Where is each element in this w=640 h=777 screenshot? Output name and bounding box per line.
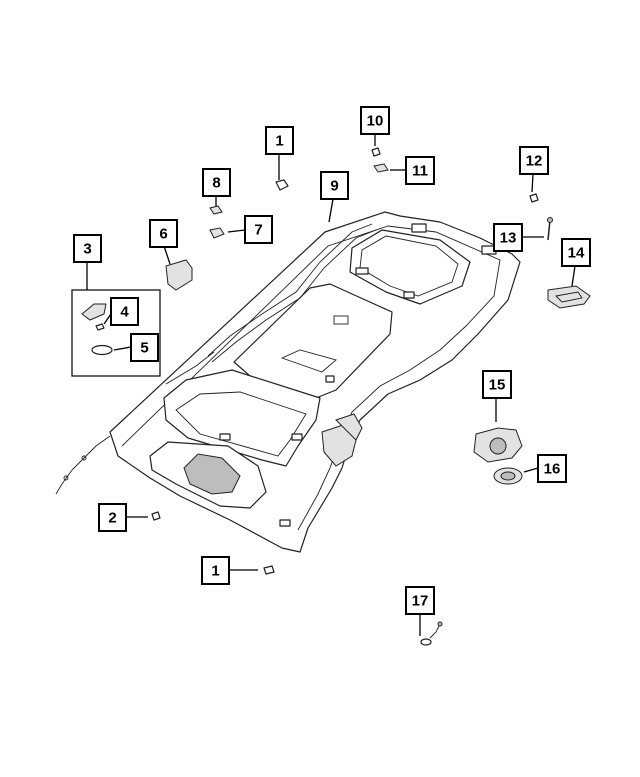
panel-clip [355, 267, 369, 275]
callout-16: 16 [537, 454, 567, 483]
part-4-lamp [81, 303, 107, 321]
callout-3-label: 3 [83, 241, 91, 258]
part-5-lens [91, 344, 113, 356]
callout-7: 7 [244, 215, 273, 244]
panel-clip [279, 519, 291, 527]
callout-8: 8 [202, 168, 231, 197]
part-14-lamp [547, 285, 591, 309]
callout-17: 17 [405, 586, 435, 615]
callout-4-label: 4 [120, 304, 129, 321]
callout-2: 2 [98, 503, 127, 532]
callout-8-label: 8 [212, 175, 220, 192]
part-7-clip [209, 227, 225, 239]
part-2-clip [151, 511, 161, 521]
callout-2-label: 2 [108, 510, 116, 527]
callout-17-label: 17 [412, 593, 429, 610]
callout-14-label: 14 [568, 245, 585, 262]
headliner-panel [55, 211, 521, 553]
callout-11: 11 [405, 156, 435, 185]
callout-4: 4 [110, 297, 139, 326]
part-10-clip [371, 147, 381, 157]
callout-6-label: 6 [159, 226, 167, 243]
callout-12: 12 [519, 146, 549, 175]
part-1-clip-lower [263, 565, 275, 575]
callout-3: 3 [73, 234, 102, 263]
panel-tab [333, 315, 349, 325]
part-17-terminal [420, 638, 432, 646]
harness-connector [63, 475, 69, 481]
callout-13-label: 13 [500, 230, 517, 247]
part-4-lamp-bulb [95, 323, 105, 331]
callout-12-label: 12 [526, 153, 543, 170]
part-3-group-box [71, 289, 161, 377]
part-6-bracket [165, 259, 193, 291]
callout-7-label: 7 [254, 222, 262, 239]
callout-11-label: 11 [412, 163, 428, 180]
callout-16-label: 16 [544, 461, 561, 478]
callout-1-upper-label: 1 [275, 133, 283, 150]
callout-9-label: 9 [330, 178, 338, 195]
part-16-disc-center [500, 471, 516, 481]
callout-9: 9 [320, 171, 349, 200]
part-11-clip [373, 163, 389, 173]
panel-clip [403, 291, 415, 299]
callout-14: 14 [561, 238, 591, 267]
panel-clip [411, 223, 427, 233]
callout-13: 13 [493, 223, 523, 252]
panel-clip [291, 433, 303, 441]
callout-5-label: 5 [140, 340, 148, 357]
harness-connector [81, 455, 87, 461]
callout-1-upper: 1 [265, 126, 294, 155]
callout-6: 6 [149, 219, 178, 248]
callout-1-lower-label: 1 [211, 563, 219, 580]
callout-5: 5 [130, 333, 159, 362]
part-15-console-switch [489, 437, 507, 455]
part-1-clip-upper [275, 179, 289, 191]
part-13-stud-head [547, 217, 553, 223]
callout-1-lower: 1 [201, 556, 230, 585]
panel-clip [219, 433, 231, 441]
callout-15-label: 15 [489, 377, 506, 394]
part-17-wire-lead [429, 623, 441, 639]
callout-10: 10 [360, 106, 390, 135]
panel-clip [325, 375, 335, 383]
part-17-connector [437, 621, 443, 627]
part-13-stud [547, 219, 551, 241]
callout-10-label: 10 [367, 113, 384, 130]
leader-lines [86, 134, 576, 636]
callout-15: 15 [482, 370, 512, 399]
part-8-clip [209, 205, 223, 215]
part-12-clip [529, 193, 539, 203]
